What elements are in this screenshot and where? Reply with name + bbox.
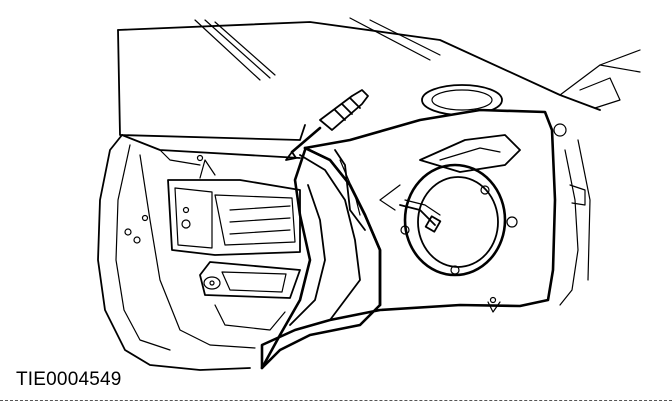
figure-reference-code: TIE0004549 xyxy=(16,369,122,390)
armrest-switch-pocket xyxy=(199,261,301,331)
door-handle-housing xyxy=(167,159,301,256)
panel-clips xyxy=(487,296,501,313)
bottom-divider xyxy=(0,400,672,401)
wire-harness xyxy=(399,199,442,233)
trim-removal-tool xyxy=(285,89,369,161)
speaker xyxy=(379,134,521,277)
door-inner-panel xyxy=(97,134,591,371)
window-frame xyxy=(117,17,641,141)
